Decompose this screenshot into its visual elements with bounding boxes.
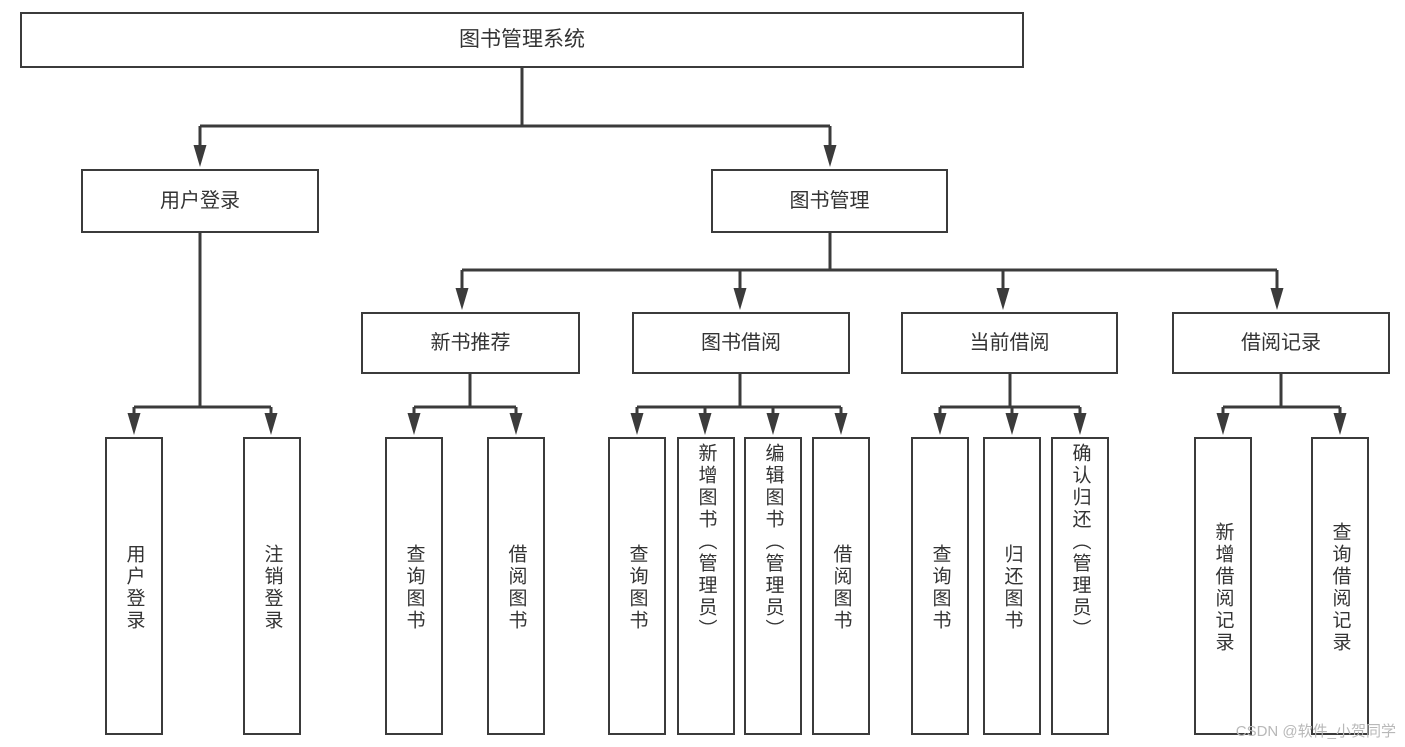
leaf-leaf-borrow-book-recommend-label: 借阅图书 <box>505 544 527 632</box>
book-borrow-leaf-arrow-3-head <box>834 413 848 435</box>
leaf-leaf-query-book-current[interactable]: 查询图书 <box>911 437 969 735</box>
node-user-login-label: 用户登录 <box>160 189 240 212</box>
level2-arrow-0-head <box>193 145 207 167</box>
leaf-leaf-borrow-book[interactable]: 借阅图书 <box>812 437 870 735</box>
leaf-leaf-edit-book-admin-label: 编辑图书（管理员） <box>762 443 784 641</box>
leaf-leaf-add-borrow-record[interactable]: 新增借阅记录 <box>1194 437 1252 735</box>
leaf-leaf-logout-login-label: 注销登录 <box>261 544 283 632</box>
node-book-borrow[interactable]: 图书借阅 <box>632 312 850 374</box>
book-borrow-leaf-arrow-0-head <box>630 413 644 435</box>
level2-arrow-1-head <box>823 145 837 167</box>
level3-arrow-2-head <box>996 288 1010 310</box>
leaf-leaf-add-borrow-record-label: 新增借阅记录 <box>1212 522 1234 654</box>
node-new-book-recommend[interactable]: 新书推荐 <box>361 312 580 374</box>
node-current-borrow-label: 当前借阅 <box>969 331 1050 354</box>
node-root-图书管理系统[interactable]: 图书管理系统 <box>20 12 1024 68</box>
leaf-leaf-logout-login[interactable]: 注销登录 <box>243 437 301 735</box>
node-current-borrow[interactable]: 当前借阅 <box>901 312 1118 374</box>
leaf-leaf-confirm-return-admin[interactable]: 确认归还（管理员） <box>1051 437 1109 735</box>
node-book-manage-label: 图书管理 <box>789 189 870 212</box>
leaf-leaf-add-book-admin[interactable]: 新增图书（管理员） <box>677 437 735 735</box>
borrow-record-leaf-arrow-1-head <box>1333 413 1347 435</box>
leaf-leaf-query-book-current-label: 查询图书 <box>929 544 951 632</box>
leaf-leaf-query-borrow-record-label: 查询借阅记录 <box>1329 522 1351 654</box>
leaf-leaf-query-book-recommend[interactable]: 查询图书 <box>385 437 443 735</box>
current-borrow-leaf-arrow-0-head <box>933 413 947 435</box>
leaf-leaf-borrow-book-recommend[interactable]: 借阅图书 <box>487 437 545 735</box>
leaf-leaf-query-book-borrow[interactable]: 查询图书 <box>608 437 666 735</box>
leaf-leaf-edit-book-admin[interactable]: 编辑图书（管理员） <box>744 437 802 735</box>
user-login-leaf-arrow-1-head <box>264 413 278 435</box>
node-borrow-record-label: 借阅记录 <box>1241 331 1321 354</box>
level3-arrow-1-head <box>733 288 747 310</box>
leaf-leaf-confirm-return-admin-label: 确认归还（管理员） <box>1069 443 1091 641</box>
current-borrow-leaf-arrow-2-head <box>1073 413 1087 435</box>
node-root-图书管理系统-label: 图书管理系统 <box>459 28 585 52</box>
leaf-leaf-return-book[interactable]: 归还图书 <box>983 437 1041 735</box>
user-login-leaf-arrow-0-head <box>127 413 141 435</box>
book-borrow-leaf-arrow-2-head <box>766 413 780 435</box>
borrow-record-leaf-arrow-0-head <box>1216 413 1230 435</box>
leaf-leaf-query-book-borrow-label: 查询图书 <box>626 544 648 632</box>
node-book-manage[interactable]: 图书管理 <box>711 169 948 233</box>
book-borrow-leaf-arrow-1-head <box>698 413 712 435</box>
leaf-leaf-user-login-label: 用户登录 <box>123 544 145 632</box>
level3-arrow-0-head <box>455 288 469 310</box>
level3-arrow-3-head <box>1270 288 1284 310</box>
new-book-recommend-leaf-arrow-1-head <box>509 413 523 435</box>
node-user-login[interactable]: 用户登录 <box>81 169 319 233</box>
node-book-borrow-label: 图书借阅 <box>701 331 781 354</box>
leaf-leaf-return-book-label: 归还图书 <box>1001 544 1023 632</box>
current-borrow-leaf-arrow-1-head <box>1005 413 1019 435</box>
leaf-leaf-query-book-recommend-label: 查询图书 <box>403 544 425 632</box>
new-book-recommend-leaf-arrow-0-head <box>407 413 421 435</box>
leaf-leaf-add-book-admin-label: 新增图书（管理员） <box>695 443 717 641</box>
node-borrow-record[interactable]: 借阅记录 <box>1172 312 1390 374</box>
leaf-leaf-user-login[interactable]: 用户登录 <box>105 437 163 735</box>
node-new-book-recommend-label: 新书推荐 <box>430 331 511 354</box>
leaf-leaf-query-borrow-record[interactable]: 查询借阅记录 <box>1311 437 1369 735</box>
leaf-leaf-borrow-book-label: 借阅图书 <box>830 544 852 632</box>
